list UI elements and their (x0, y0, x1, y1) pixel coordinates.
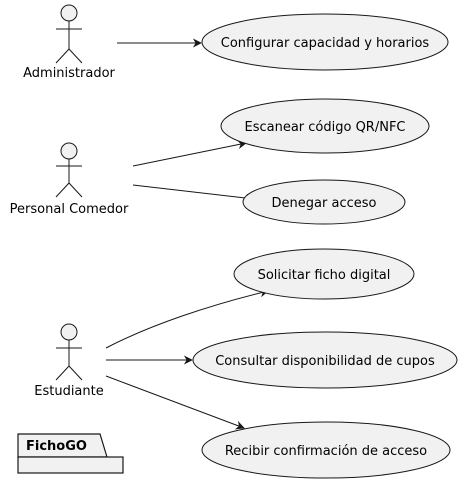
use-case-recibir-confirmacion: Recibir confirmación de acceso (201, 421, 451, 479)
svg-text:Recibir confirmación de acceso: Recibir confirmación de acceso (225, 444, 427, 459)
actor-estudiante: Estudiante (34, 323, 104, 399)
package-label: FichoGO (26, 439, 87, 454)
use-case-solicitar-ficho: Solicitar ficho digital (233, 248, 415, 300)
actor-personal-comedor: Personal Comedor (10, 142, 129, 217)
use-case-consultar-disponibilidad: Consultar disponibilidad de cupos (192, 331, 458, 389)
actor-label: Administrador (23, 66, 115, 81)
association-staff-uc2 (132, 140, 247, 167)
associations (105, 38, 269, 430)
association-staff-uc3 (132, 184, 255, 203)
actor-figure-icon (55, 323, 83, 381)
association-student-uc4 (105, 288, 269, 349)
use-case-escanear-codigo: Escanear código QR/NFC (220, 98, 430, 154)
use-case-configurar-capacidad: Configurar capacidad y horarios (201, 13, 449, 71)
actor-label: Personal Comedor (10, 202, 129, 217)
actor-figure-icon (55, 4, 83, 64)
association-student-uc6 (105, 375, 245, 430)
actor-label: Estudiante (34, 384, 104, 399)
package-fichogo: FichoGO (17, 433, 124, 474)
svg-text:Consultar disponibilidad de cu: Consultar disponibilidad de cupos (215, 354, 435, 369)
svg-text:Escanear código QR/NFC: Escanear código QR/NFC (244, 120, 405, 135)
actor-figure-icon (55, 142, 83, 198)
package-body (17, 456, 124, 474)
svg-text:Configurar capacidad y horario: Configurar capacidad y horarios (221, 36, 430, 51)
svg-text:Denegar acceso: Denegar acceso (272, 196, 377, 211)
svg-text:Solicitar ficho digital: Solicitar ficho digital (258, 268, 391, 283)
use-case-denegar-acceso: Denegar acceso (242, 179, 406, 225)
actor-administrador: Administrador (23, 4, 116, 81)
